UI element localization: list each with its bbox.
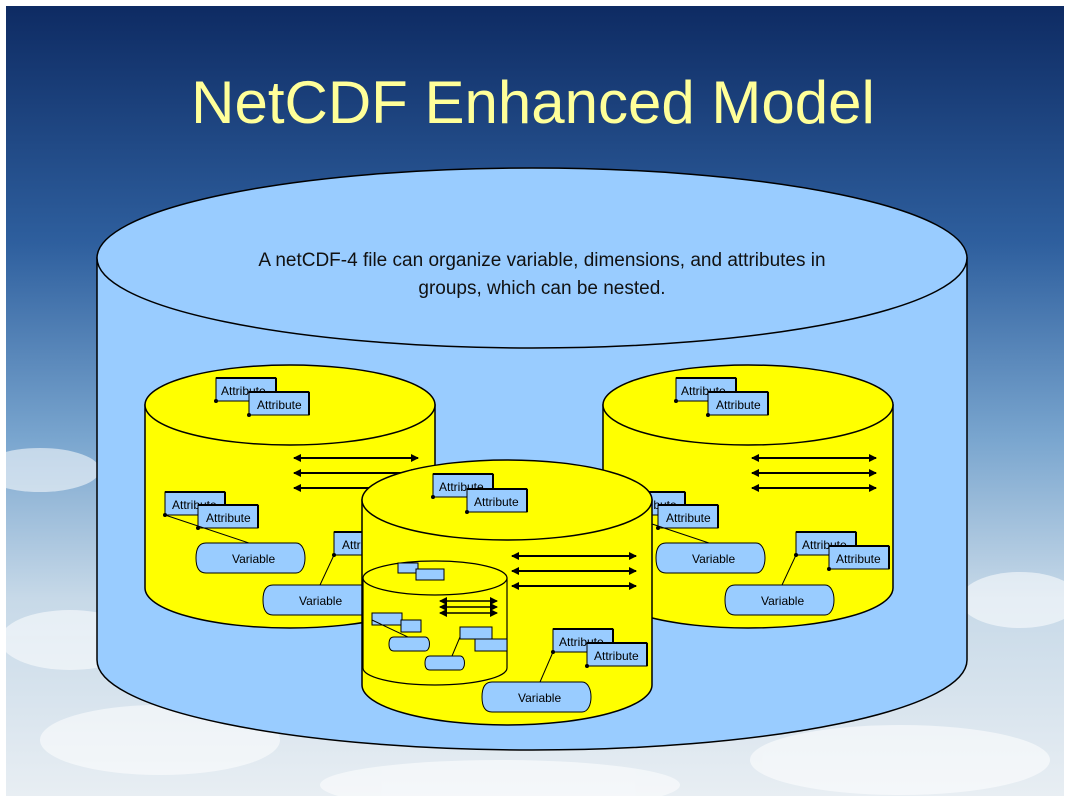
- attribute-box: Attribute: [195, 504, 259, 531]
- attribute-box: Attribute: [584, 642, 648, 669]
- attribute-box: Attribute: [246, 391, 310, 418]
- svg-text:Variable: Variable: [232, 552, 275, 566]
- svg-text:Attribute: Attribute: [836, 552, 881, 566]
- variable-shape: Variable: [481, 681, 592, 713]
- description-text: A netCDF-4 file can organize variable, d…: [258, 250, 826, 299]
- svg-text:Attribute: Attribute: [666, 511, 711, 525]
- svg-text:Attribute: Attribute: [257, 398, 302, 412]
- variable-shape: Variable: [262, 584, 373, 616]
- dimension-arrows: [751, 454, 877, 492]
- slide-title: NetCDF Enhanced Model: [191, 69, 875, 136]
- svg-text:Variable: Variable: [299, 594, 342, 608]
- svg-text:Variable: Variable: [692, 552, 735, 566]
- svg-text:Attribute: Attribute: [594, 649, 639, 663]
- svg-text:Attribute: Attribute: [716, 398, 761, 412]
- attribute-box: Attribute: [826, 545, 890, 572]
- attribute-box: Attribute: [655, 504, 719, 531]
- dimension-arrows: [511, 552, 637, 590]
- svg-text:Variable: Variable: [761, 594, 804, 608]
- variable-shape: Variable: [655, 542, 766, 574]
- nested-group-cylinder: [362, 560, 508, 686]
- variable-shape: Variable: [724, 584, 835, 616]
- attribute-box: Attribute: [705, 391, 769, 418]
- attribute-box: Attribute: [464, 488, 528, 515]
- svg-text:Variable: Variable: [518, 691, 561, 705]
- variable-shape: Variable: [195, 542, 306, 574]
- svg-text:Attribute: Attribute: [206, 511, 251, 525]
- group-cylinder-middle: Attribute Attribute: [361, 459, 653, 726]
- svg-text:Attribute: Attribute: [474, 495, 519, 509]
